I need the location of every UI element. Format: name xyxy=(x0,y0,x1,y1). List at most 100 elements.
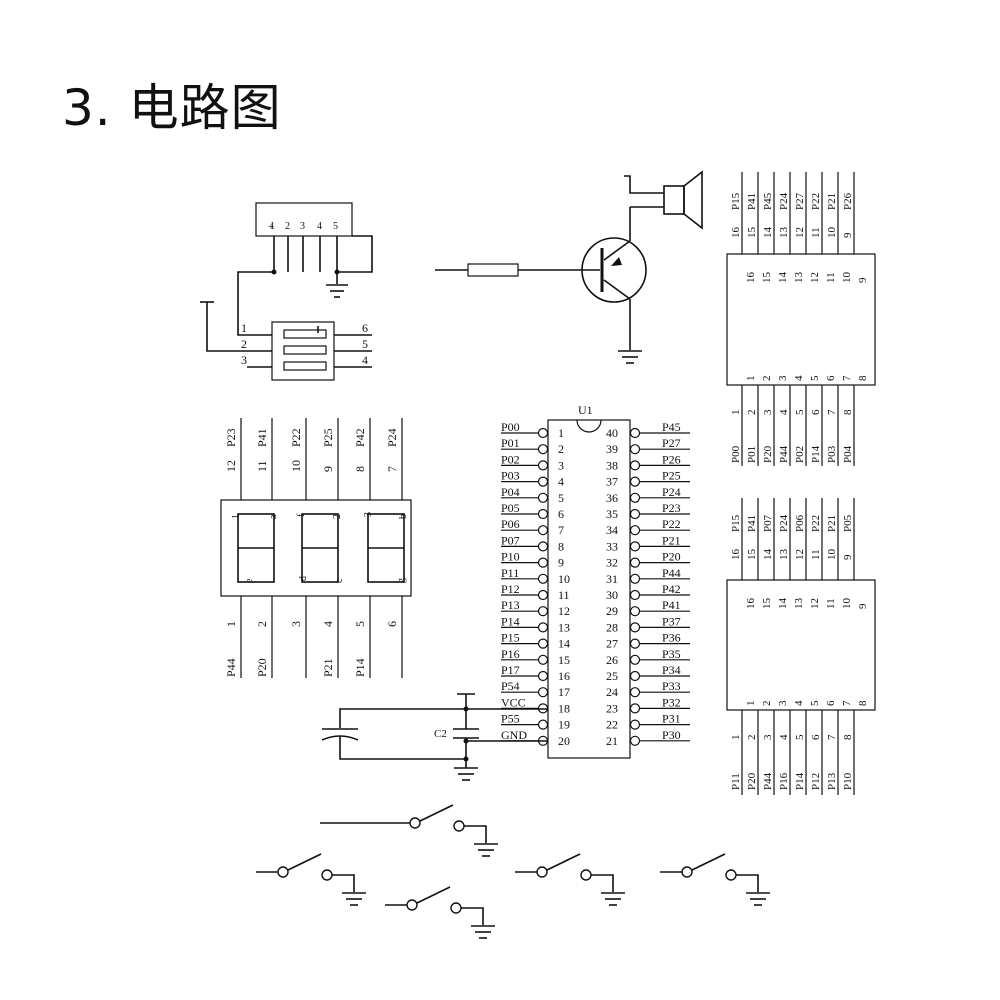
matrix-body xyxy=(726,253,876,386)
matrix-inner-pin-number: 1 xyxy=(745,376,757,382)
switch-lever xyxy=(691,853,726,871)
matrix-inner-pin-number: 7 xyxy=(841,375,853,381)
mcu-pin-number: 27 xyxy=(606,637,618,651)
matrix-pin-number: 7 xyxy=(826,734,838,740)
matrix-pin-number: 12 xyxy=(794,227,806,238)
button-contact xyxy=(450,902,462,914)
button-contact xyxy=(409,817,421,829)
pin-circle-icon xyxy=(537,476,549,487)
display-pin-net: P44 xyxy=(224,658,238,677)
pin-circle-icon xyxy=(629,670,641,682)
mcu-pin-name: P13 xyxy=(501,598,520,612)
mcu-pin-name: P41 xyxy=(662,598,681,612)
mcu-pin-number: 17 xyxy=(558,685,570,699)
matrix-pin-net: P11 xyxy=(730,773,742,790)
matrix-pin-number: 14 xyxy=(762,549,774,561)
mcu-pin-number: 21 xyxy=(606,734,618,748)
mcu-pin-name: P33 xyxy=(662,679,681,693)
mcu-pin-number: 40 xyxy=(606,426,618,440)
matrix-pin-number: 10 xyxy=(826,227,838,239)
matrix-pin-net: P26 xyxy=(842,192,854,210)
matrix-inner-pin-number: 10 xyxy=(841,272,853,284)
matrix-pin-net: P03 xyxy=(826,445,838,463)
matrix-inner-pin-number: 2 xyxy=(761,701,773,707)
button-wire xyxy=(332,874,355,892)
matrix-pin-net: P24 xyxy=(778,514,790,532)
matrix-pin-number: 13 xyxy=(778,227,790,239)
matrix-pin-net: P13 xyxy=(826,772,838,790)
matrix-pin-net: P41 xyxy=(746,515,758,532)
matrix-inner-pin-number: 13 xyxy=(793,598,805,610)
matrix-pin-number: 16 xyxy=(730,227,742,239)
matrix-pin-number: 12 xyxy=(794,549,806,560)
mcu-pin-number: 1 xyxy=(558,426,564,440)
matrix-inner-pin-number: 5 xyxy=(809,700,821,706)
pin-circle-icon xyxy=(537,573,549,584)
matrix-inner-pin-number: 11 xyxy=(825,272,837,283)
pin-circle-icon xyxy=(629,687,641,698)
matrix-inner-pin-number: 1 xyxy=(745,701,757,707)
switch-pin-number: 6 xyxy=(362,321,368,335)
matrix-pin-net: P27 xyxy=(794,192,806,210)
matrix-pin-number: 15 xyxy=(746,549,758,561)
page-title: 3. 电路图 xyxy=(62,79,282,137)
matrix-inner-pin-number: 8 xyxy=(857,375,869,381)
mcu-pin-name: P24 xyxy=(662,485,681,499)
mcu-pin-name: P01 xyxy=(501,436,520,450)
mcu-pin-number: 14 xyxy=(558,637,570,651)
button-wire xyxy=(736,874,759,892)
matrix-pin-net: P41 xyxy=(746,193,758,210)
pin-circle-icon xyxy=(537,525,549,536)
push-buttons xyxy=(256,804,770,939)
pin-circle-icon xyxy=(537,606,549,617)
pin-circle-icon xyxy=(537,719,549,730)
power-filter: C2 xyxy=(321,693,548,781)
mcu-pin-name: P16 xyxy=(501,647,520,661)
pin-circle-icon xyxy=(537,508,549,520)
mcu-pin-number: 11 xyxy=(558,588,570,602)
pin-circle-icon xyxy=(537,654,549,665)
pin-circle-icon xyxy=(629,444,641,455)
transistor-icon xyxy=(581,237,647,303)
matrix-pin-net: P24 xyxy=(778,192,790,210)
matrix-pin-net: P15 xyxy=(730,192,742,210)
pin-circle-icon xyxy=(629,638,641,649)
mcu-pin-name: P34 xyxy=(662,663,681,677)
matrix-inner-pin-number: 10 xyxy=(841,598,853,610)
matrix-pin-number: 9 xyxy=(842,554,854,560)
mcu-pin-number: 9 xyxy=(558,556,564,570)
matrix-inner-pin-number: 15 xyxy=(761,598,773,610)
mcu-pin-name: P54 xyxy=(501,679,520,693)
pin-circle-icon xyxy=(537,687,549,698)
matrix-inner-pin-number: 4 xyxy=(793,700,805,706)
mcu-pin-name: P07 xyxy=(501,533,520,547)
mcu-pin-name: P32 xyxy=(662,695,681,709)
matrix-pin-net: P15 xyxy=(730,514,742,532)
matrix-inner-pin-number: 7 xyxy=(841,700,853,706)
pin-circle-icon xyxy=(537,541,549,552)
display-pin-net: P41 xyxy=(255,428,269,447)
mcu-pin-number: 30 xyxy=(606,588,618,602)
mcu-pin-number: 15 xyxy=(558,653,570,667)
pin-circle-icon xyxy=(537,557,549,568)
digit-segment-label: b xyxy=(398,514,409,519)
matrix-inner-pin-number: 16 xyxy=(745,272,757,284)
mcu-pin-number: 3 xyxy=(558,458,564,472)
matrix-pin-net: P14 xyxy=(810,445,822,463)
display-body xyxy=(220,499,412,597)
matrix-pin-net: P22 xyxy=(810,515,822,532)
ground-icon xyxy=(326,284,348,298)
matrix-pin-net: P05 xyxy=(842,514,854,532)
matrix-inner-pin-number: 3 xyxy=(777,375,789,381)
mcu-pin-name: P12 xyxy=(501,582,520,596)
matrix-pin-net: P20 xyxy=(746,772,758,790)
pin-circle-icon xyxy=(537,622,549,633)
mcu-pin-number: 24 xyxy=(606,685,618,699)
pin-circle-icon xyxy=(537,460,549,471)
pin-circle-icon xyxy=(629,492,641,503)
display-pin-net: P42 xyxy=(353,428,367,447)
matrix-inner-pin-number: 9 xyxy=(857,277,869,283)
matrix-inner-pin-number: 6 xyxy=(825,375,837,381)
